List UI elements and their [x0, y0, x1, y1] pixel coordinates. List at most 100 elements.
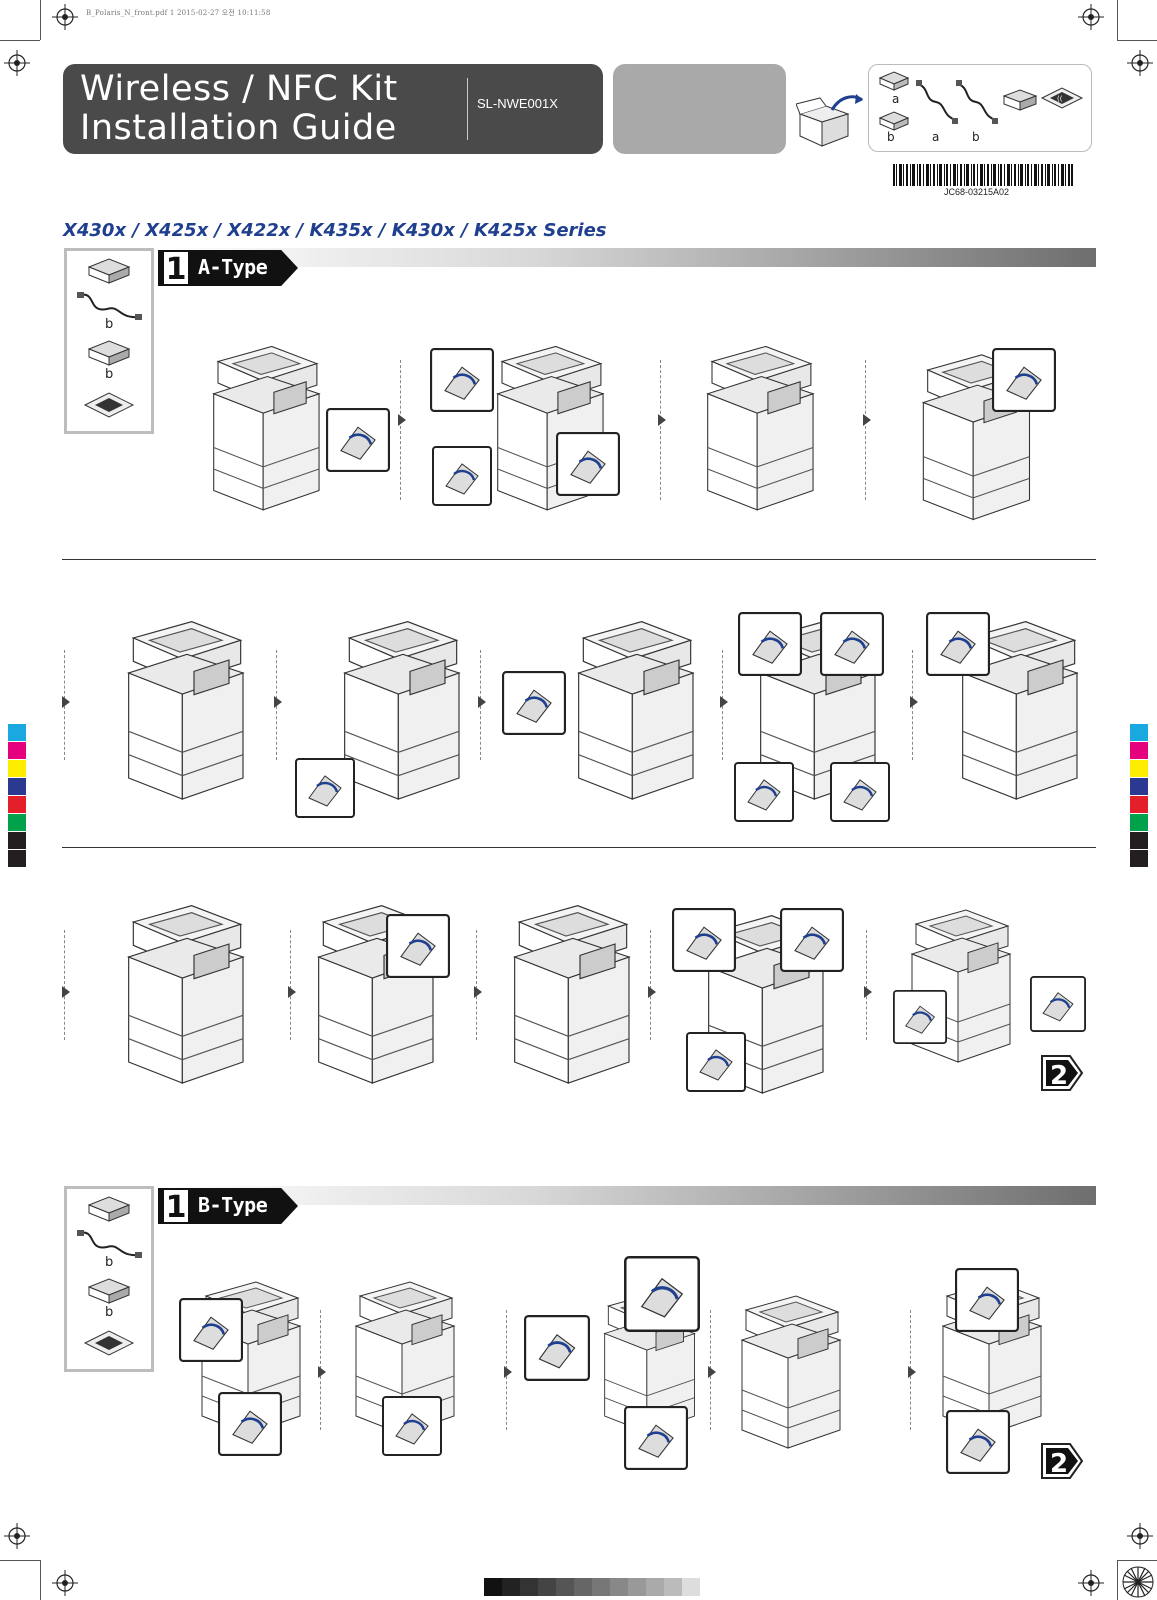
- title-divider: [467, 78, 468, 140]
- section-a-bar: [158, 248, 1096, 267]
- nfc-reader-icon: [83, 1330, 135, 1356]
- next-arrow-icon: [398, 414, 406, 426]
- printer-illustration: [496, 884, 636, 1100]
- color-bar-left: [8, 724, 26, 868]
- registration-mark-icon: [4, 50, 30, 76]
- detail-inset: [218, 1392, 282, 1456]
- registration-mark-icon: [4, 1523, 30, 1549]
- next-arrow-icon: [478, 696, 486, 708]
- step-divider: [866, 930, 867, 1040]
- part-label-b: b: [105, 367, 114, 382]
- detail-inset: [176, 1298, 246, 1362]
- series-title: X430x / X425x / X422x / K435x / K430x / …: [63, 220, 607, 241]
- kit-contents-panel: [868, 64, 1092, 152]
- part-label-a: a: [892, 92, 900, 106]
- part-label-b: b: [105, 1255, 114, 1270]
- next-arrow-icon: [274, 696, 282, 708]
- step-divider: [290, 930, 291, 1040]
- next-arrow-icon: [648, 986, 656, 998]
- next-arrow-icon: [720, 696, 728, 708]
- next-step-badge: 2: [1041, 1443, 1084, 1479]
- cable-icon: [77, 292, 142, 320]
- detail-inset: [624, 1406, 688, 1470]
- row-divider: [62, 847, 1096, 848]
- next-arrow-icon: [863, 414, 871, 426]
- trim-line: [0, 40, 40, 41]
- nfc-module-icon: [878, 111, 910, 131]
- detail-inset: [430, 446, 494, 506]
- model-code: SL-NWE001X: [477, 96, 558, 111]
- part-label-b: b: [972, 130, 980, 144]
- wifi-module-icon: [87, 1196, 131, 1222]
- trim-line: [1117, 1560, 1157, 1561]
- detail-inset: [326, 408, 390, 472]
- detail-inset: [926, 612, 990, 676]
- next-arrow-icon: [658, 414, 666, 426]
- printer-illustration: [110, 600, 250, 816]
- trim-line: [40, 1560, 41, 1600]
- trim-line: [40, 0, 41, 40]
- next-arrow-icon: [504, 1366, 512, 1378]
- wifi-module-icon: [878, 71, 910, 91]
- step-divider: [650, 930, 651, 1040]
- nfc-reader-icon: [83, 392, 135, 418]
- parts-box-a: b b: [64, 248, 154, 434]
- step-divider: [660, 360, 661, 500]
- wifi-module-icon: [87, 258, 131, 284]
- trim-line: [1117, 1560, 1118, 1600]
- grey-panel: [613, 64, 786, 154]
- detail-inset: [992, 348, 1056, 412]
- part-label-b: b: [105, 1305, 114, 1320]
- registration-mark-icon: [1127, 1523, 1153, 1549]
- row-divider: [62, 559, 1096, 560]
- next-arrow-icon: [474, 986, 482, 998]
- detail-inset: [1030, 976, 1086, 1032]
- cable-icon: [956, 80, 998, 124]
- detail-inset: [556, 432, 620, 496]
- step-divider: [865, 360, 866, 500]
- next-arrow-icon: [62, 986, 70, 998]
- registration-mark-icon: [52, 1570, 78, 1596]
- detail-inset: [524, 1228, 590, 1468]
- part-label-a: a: [932, 130, 940, 144]
- step-number: 1: [162, 1188, 190, 1224]
- detail-inset: [622, 1256, 702, 1332]
- step-type-label: A-Type: [198, 255, 268, 279]
- detail-inset: [380, 1396, 444, 1456]
- next-arrow-icon: [318, 1366, 326, 1378]
- printer-illustration: [690, 340, 820, 512]
- parts-box-b: b b: [64, 1186, 154, 1372]
- detail-inset: [946, 1410, 1010, 1474]
- next-arrow-icon: [288, 986, 296, 998]
- nfc-module-icon: [87, 1278, 131, 1304]
- printer-illustration: [110, 884, 250, 1100]
- svg-text:((: ((: [1057, 95, 1063, 103]
- detail-inset: [780, 908, 844, 972]
- step-divider: [476, 930, 477, 1040]
- registration-mark-icon: [1078, 1570, 1104, 1596]
- color-target-icon: [1122, 1566, 1154, 1598]
- next-step-number: 2: [1050, 1449, 1068, 1479]
- detail-inset: [686, 1030, 746, 1094]
- wifi-module-icon: [1002, 89, 1038, 111]
- nfc-reader-icon: ((: [1040, 87, 1084, 109]
- step-number: 1: [162, 250, 190, 286]
- barcode: [893, 164, 1073, 186]
- print-slug: B_Polaris_N_front.pdf 1 2015-02-27 오전 10…: [86, 9, 271, 17]
- cable-icon: [916, 80, 958, 124]
- trim-line: [1117, 0, 1118, 40]
- detail-inset: [890, 990, 950, 1044]
- detail-inset: [732, 762, 796, 822]
- step-type-label: B-Type: [198, 1193, 268, 1217]
- step-1-b-type-tag: 1 B-Type: [158, 1188, 298, 1224]
- gray-scale-bar: [484, 1578, 700, 1596]
- step-divider: [64, 930, 65, 1040]
- detail-inset: [820, 612, 884, 676]
- box-open-icon: [796, 94, 863, 147]
- step-divider: [400, 360, 401, 500]
- registration-mark-icon: [52, 4, 78, 30]
- detail-inset: [738, 612, 802, 676]
- printer-illustration: [196, 340, 326, 512]
- cable-icon: [77, 1230, 142, 1258]
- next-arrow-icon: [62, 696, 70, 708]
